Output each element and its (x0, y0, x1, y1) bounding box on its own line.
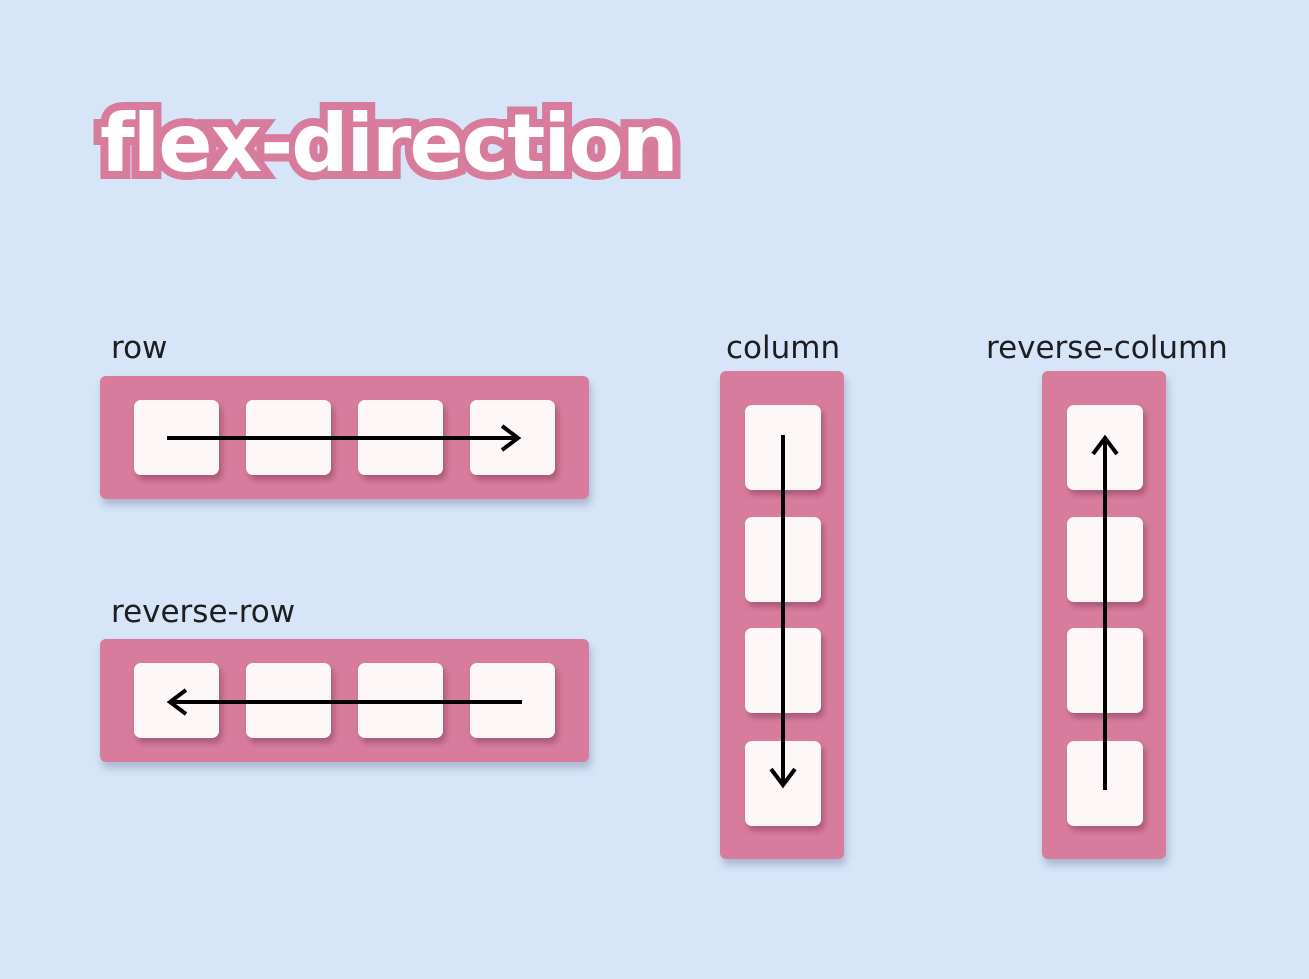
title-badge: flex-direction (84, 82, 744, 222)
column-label: column (726, 330, 841, 366)
row-arrow-right-icon (167, 424, 522, 452)
reverse-column-label: reverse-column (986, 330, 1228, 366)
row-label: row (111, 330, 168, 366)
reverse-column-arrow-up-icon (1091, 434, 1119, 790)
reverse-row-arrow-left-icon (166, 688, 522, 716)
column-arrow-down-icon (769, 435, 797, 789)
reverse-row-label: reverse-row (111, 594, 296, 630)
page-title: flex-direction (92, 89, 687, 198)
